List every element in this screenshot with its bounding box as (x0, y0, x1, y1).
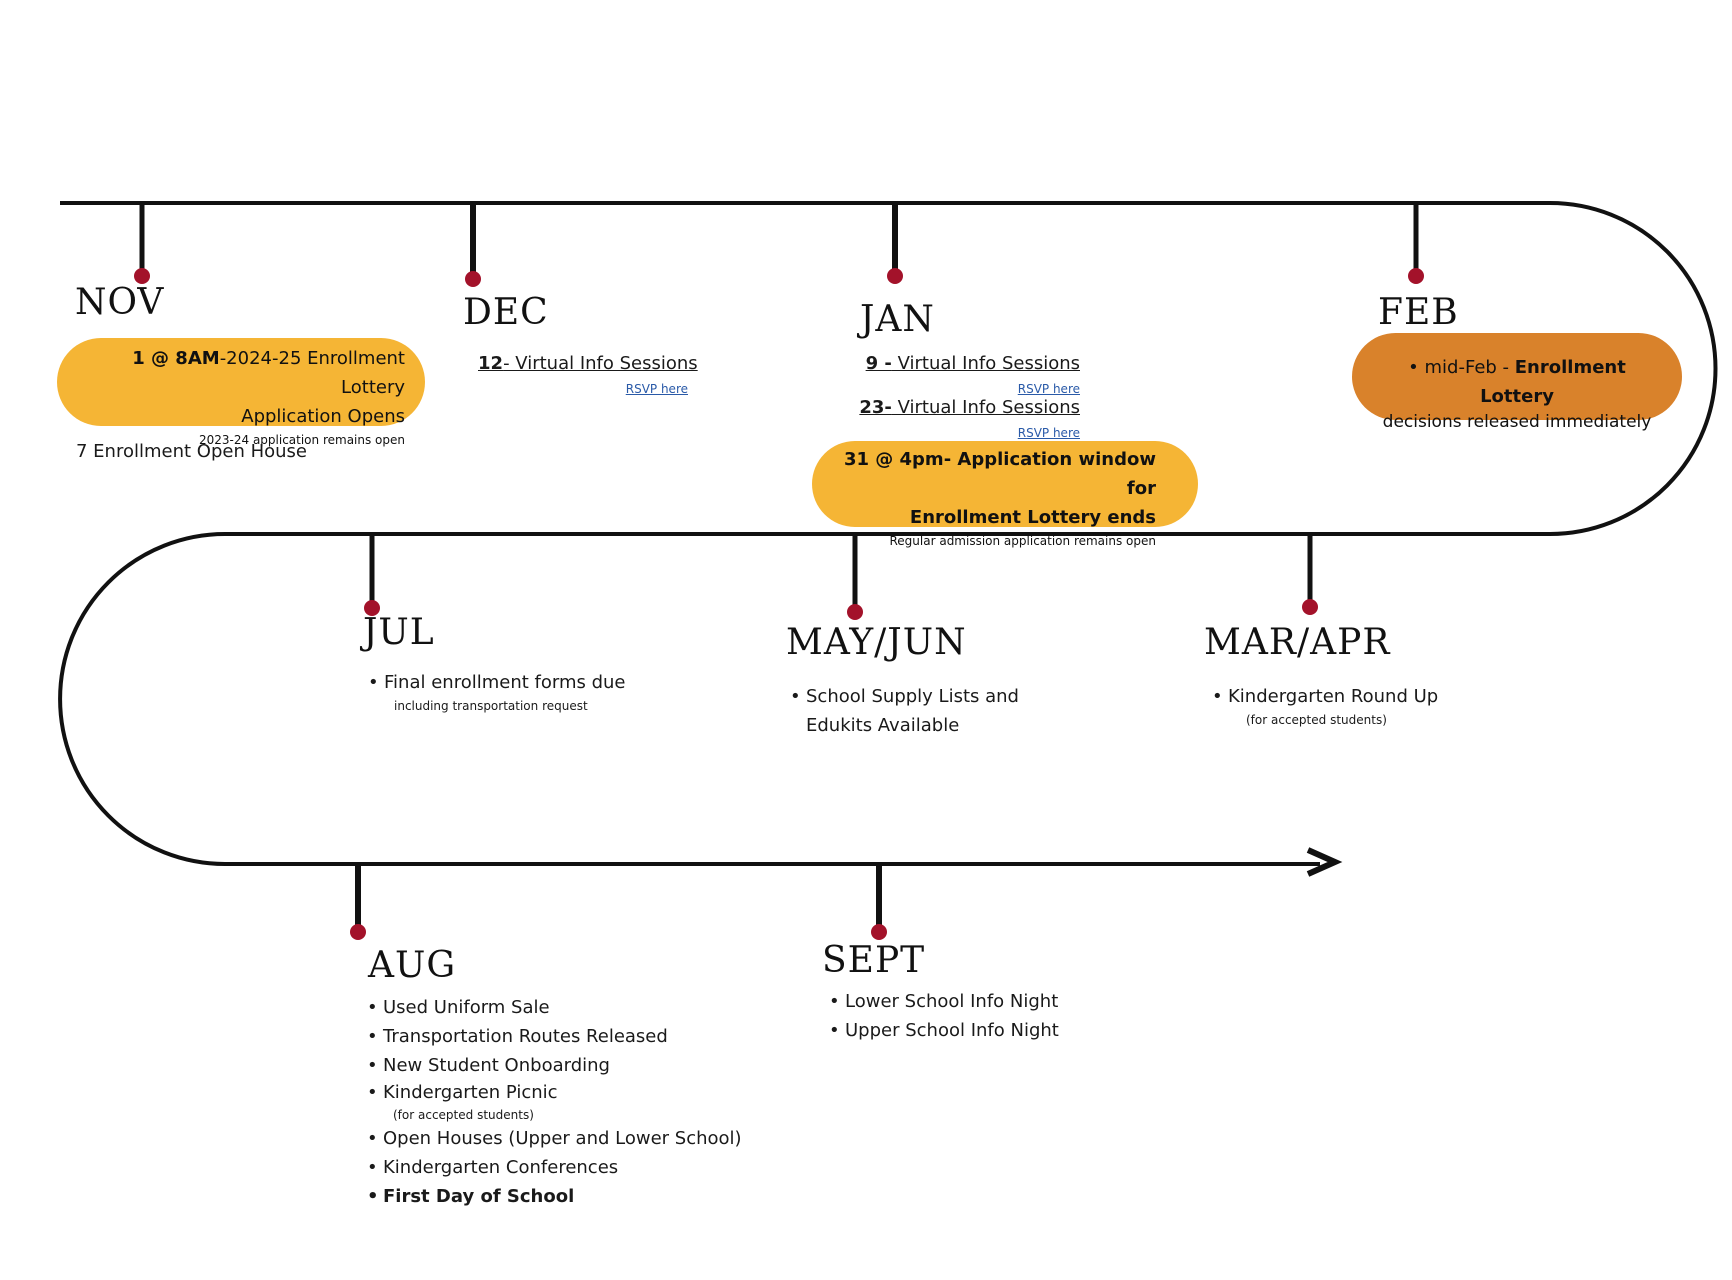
marker-feb (1408, 203, 1424, 284)
month-feb: FEB (1378, 292, 1459, 333)
list-item: Kindergarten Picnic(for accepted student… (367, 1080, 742, 1124)
jan-rsvp2-link[interactable]: RSVP here (1017, 426, 1080, 440)
marker-sept (871, 864, 887, 940)
timeline-arrowhead (1306, 847, 1343, 877)
list-item: Upper School Info Night (829, 1016, 1059, 1045)
jan-lottery-pill: 31 @ 4pm- Application window for Enrollm… (812, 441, 1198, 548)
jan-pill-date: 31 @ 4pm (843, 449, 944, 470)
month-aug: AUG (368, 945, 457, 986)
marker-dec (465, 203, 481, 287)
month-sept: SEPT (822, 940, 926, 981)
jan-pill-line1: - Application window for (943, 449, 1156, 499)
month-marapr: MAR/APR (1204, 622, 1391, 663)
list-item: Used Uniform Sale (367, 993, 742, 1022)
marker-marapr (1302, 534, 1318, 615)
aug-picnic-note: (for accepted students) (393, 1108, 534, 1122)
nov-lottery-pill: 1 @ 8AM-2024-25 Enrollment Lottery Appli… (57, 338, 425, 447)
nov-pill-line2: Application Opens (241, 406, 405, 427)
marker-mayjun (847, 534, 863, 620)
jan-session1-text: Virtual Info Sessions (891, 353, 1080, 374)
jan-pill-line2: Enrollment Lottery ends (909, 507, 1156, 528)
month-mayjun: MAY/JUN (786, 622, 967, 663)
feb-lottery-pill: • mid-Feb - Enrollment Lottery decisions… (1352, 333, 1682, 432)
marker-jan (887, 203, 903, 284)
list-item: Transportation Routes Released (367, 1022, 742, 1051)
dec-rsvp-link[interactable]: RSVP here (625, 382, 688, 396)
jan-session2-date: 23- (859, 397, 892, 418)
jan-rsvp1-link[interactable]: RSVP here (1017, 382, 1080, 396)
month-jul: JUL (363, 612, 435, 653)
nov-pill-date: 1 @ 8AM (132, 348, 220, 369)
feb-pill-bold: Enrollment Lottery (1480, 357, 1626, 407)
dec-session-block: 12- Virtual Info Sessions RSVP here (478, 349, 698, 397)
month-nov: NOV (75, 282, 165, 323)
aug-list: Used Uniform Sale Transportation Routes … (367, 993, 742, 1211)
feb-pill-line2: decisions released immediately (1382, 412, 1652, 432)
marker-jul (364, 534, 380, 616)
month-jan: JAN (860, 299, 935, 340)
feb-pill-prefix: mid-Feb - (1424, 357, 1515, 378)
list-item: First Day of School (367, 1182, 742, 1211)
dec-session-date: 12 (478, 353, 504, 374)
list-item: New Student Onboarding (367, 1051, 742, 1080)
timeline-path (58, 201, 1718, 866)
marapr-list: Kindergarten Round Up(for accepted stude… (1212, 682, 1438, 729)
marapr-note: (for accepted students) (1246, 713, 1387, 727)
nov-pill-note: 2023-24 application remains open (198, 433, 405, 447)
dec-session-text: - Virtual Info Sessions (503, 353, 698, 374)
month-dec: DEC (463, 292, 549, 333)
jan-session1-block: 9 - Virtual Info Sessions RSVP here (820, 349, 1080, 397)
marker-nov (134, 203, 150, 284)
jan-session2-text: Virtual Info Sessions (891, 397, 1080, 418)
nov-pill-line1: -2024-25 Enrollment Lottery (219, 348, 405, 398)
jan-session1-date: 9 - (865, 353, 892, 374)
jul-note: including transportation request (394, 699, 588, 713)
marker-aug (350, 864, 366, 940)
list-item: Open Houses (Upper and Lower School) (367, 1124, 742, 1153)
jan-session2-block: 23- Virtual Info Sessions RSVP here (820, 393, 1080, 441)
sept-list: Lower School Info Night Upper School Inf… (829, 987, 1059, 1045)
list-item: Kindergarten Round Up(for accepted stude… (1212, 682, 1438, 729)
list-item: Lower School Info Night (829, 987, 1059, 1016)
list-item: Kindergarten Conferences (367, 1153, 742, 1182)
nov-open-house: 7 Enrollment Open House (76, 441, 307, 462)
jan-pill-note: Regular admission application remains op… (889, 534, 1157, 548)
